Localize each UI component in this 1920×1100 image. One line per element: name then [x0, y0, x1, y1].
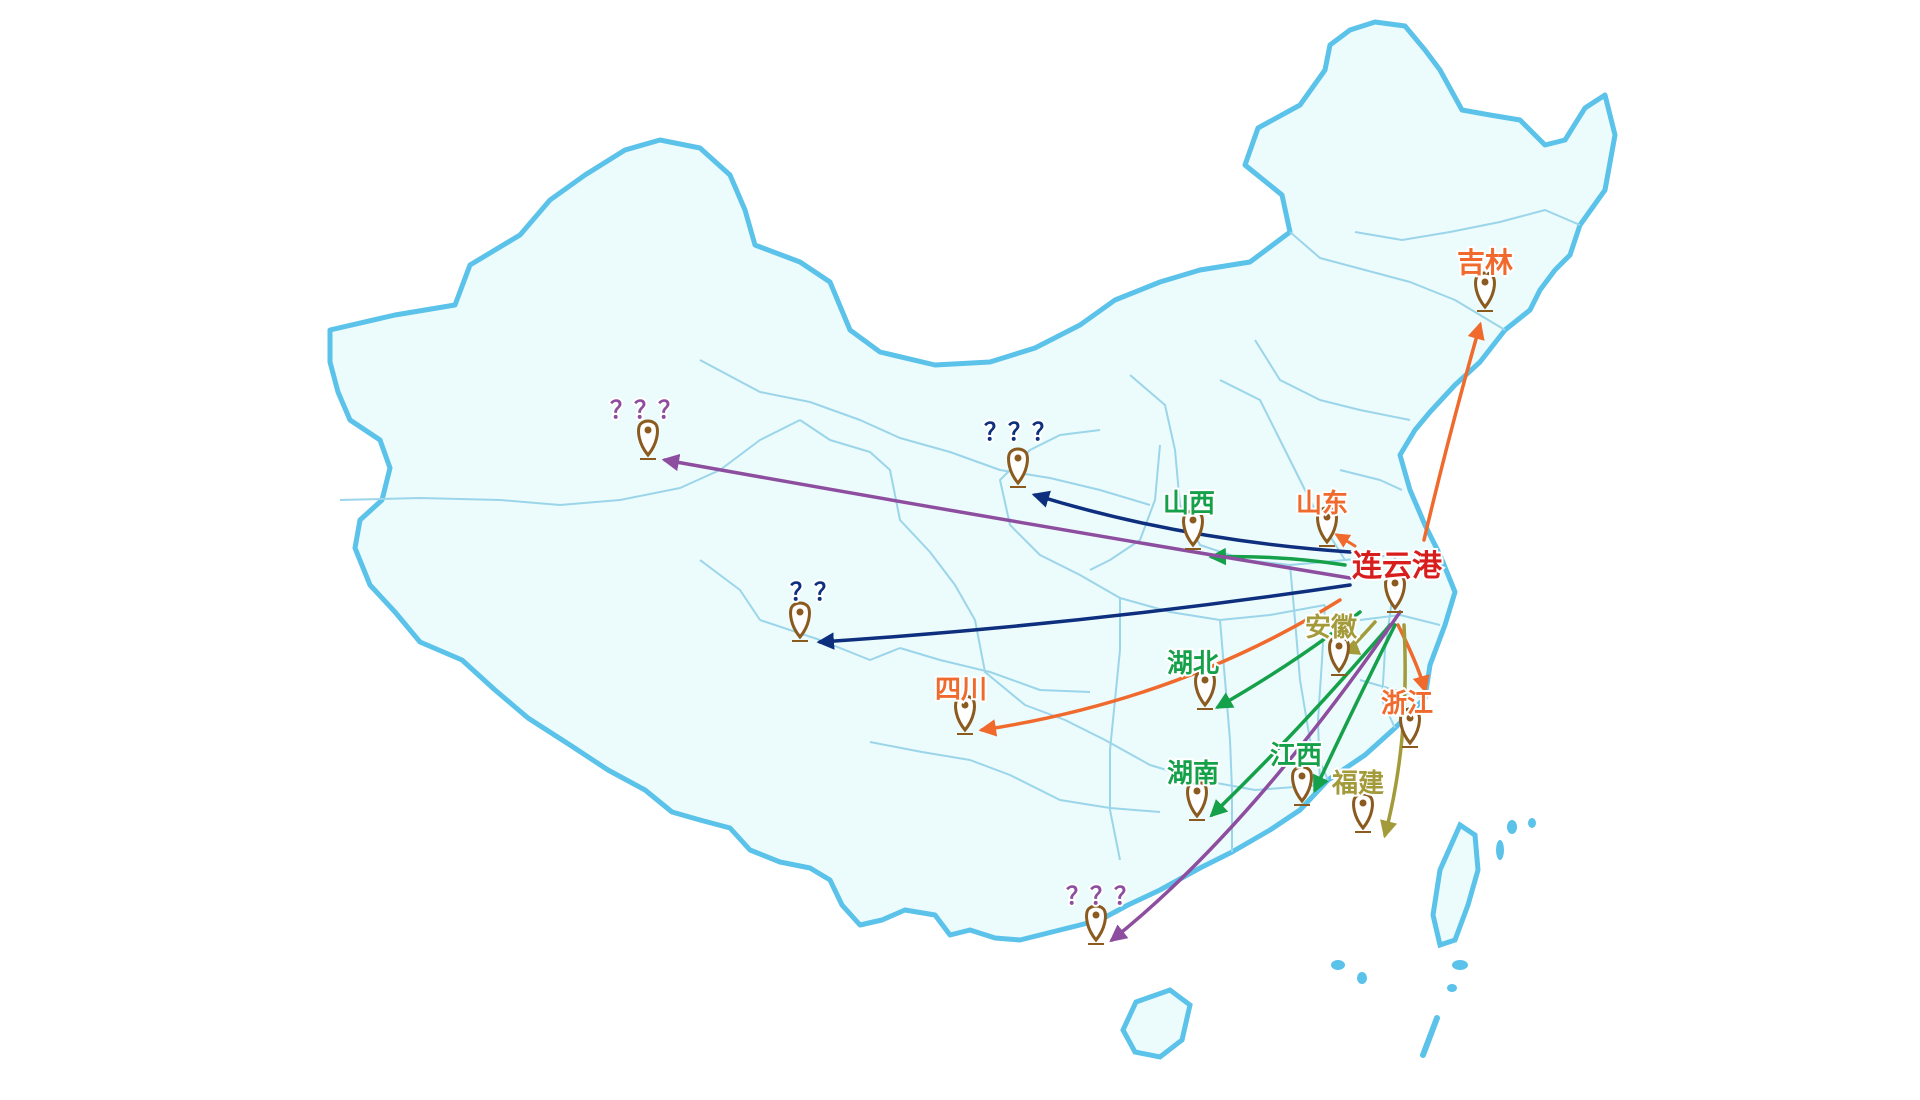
place-label-jiangxi: 江西 — [1270, 741, 1322, 771]
route-arrow-sichuan — [978, 598, 1342, 737]
place-label-jilin: 吉林 — [1457, 246, 1513, 279]
location-pin-icon — [1182, 509, 1204, 550]
place-label-tibet-unknown: ？？ — [790, 578, 838, 606]
location-pin-icon — [1085, 904, 1107, 945]
route-arrow-tibet-unknown — [816, 583, 1352, 650]
location-pin-icon — [637, 419, 659, 460]
location-pin-icon — [1316, 506, 1338, 547]
location-pin-icon — [954, 694, 976, 735]
place-label-lianyungang: 连云港 — [1352, 549, 1443, 584]
hainan-island — [1120, 987, 1193, 1060]
place-label-shandong: 山东 — [1296, 488, 1348, 519]
china-mainland-outline — [327, 19, 1618, 943]
taiwan-island — [1430, 821, 1481, 949]
route-arrow-hubei — [1214, 610, 1362, 709]
place-label-gansu-unknown: ？？？ — [984, 418, 1056, 446]
route-arrow-xinjiang-unknown — [661, 453, 1352, 580]
location-pin-icon — [1291, 765, 1313, 806]
place-label-sichuan: 四川 — [935, 675, 987, 705]
route-arrows — [661, 321, 1485, 943]
route-arrow-fujian — [1380, 623, 1407, 839]
place-label-hunan: 湖南 — [1167, 759, 1219, 789]
south-sea-islands — [1331, 818, 1536, 1058]
location-pin-icon — [1399, 707, 1421, 748]
place-label-zhejiang: 浙江 — [1381, 689, 1433, 719]
location-pin-icon — [1007, 447, 1029, 488]
place-labels: 连云港吉林山东山西安徽湖北四川浙江湖南江西福建？？？？？？？？？？？ — [608, 244, 1515, 912]
route-arrow-shandong — [1334, 533, 1357, 548]
location-pins — [637, 271, 1496, 945]
route-arrow-zhejiang — [1396, 623, 1430, 694]
location-pin-icon — [1384, 572, 1406, 613]
province-borders — [339, 209, 1581, 861]
place-label-yunnan-unknown: ？？？ — [1066, 882, 1138, 910]
location-pin-icon — [1186, 780, 1208, 821]
route-arrow-jiangxi — [1312, 623, 1397, 794]
location-pin-icon — [1352, 792, 1374, 833]
location-pin-icon — [1328, 635, 1350, 676]
route-arrow-jilin — [1422, 321, 1485, 542]
place-label-xinjiang-unknown: ？？？ — [610, 396, 682, 424]
place-label-shanxi: 山西 — [1163, 489, 1215, 519]
place-label-fujian: 福建 — [1331, 769, 1384, 799]
place-label-hubei: 湖北 — [1167, 649, 1219, 679]
route-arrow-hunan — [1209, 623, 1392, 818]
place-label-anhui: 安徽 — [1305, 613, 1358, 643]
location-pin-icon — [789, 601, 811, 642]
route-arrow-yunnan-unknown — [1109, 610, 1402, 943]
location-pin-icon — [1474, 271, 1496, 312]
location-pin-icon — [1194, 669, 1216, 710]
